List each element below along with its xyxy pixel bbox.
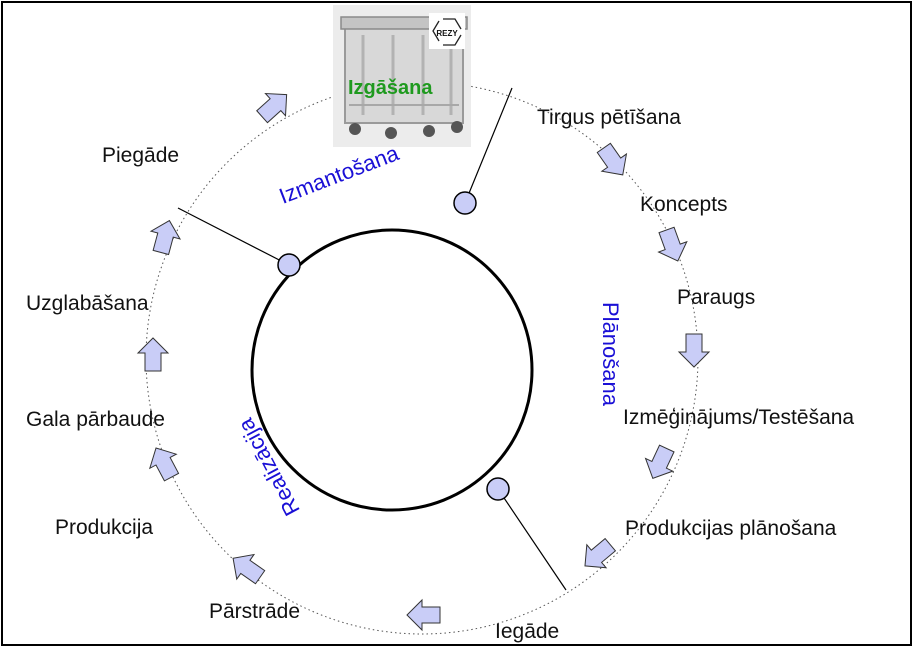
stage-label: Iegāde bbox=[495, 620, 560, 643]
hub-label: Izgāšana bbox=[348, 77, 433, 99]
stage-label: Tirgus pētīšana bbox=[537, 106, 681, 129]
block-arrow-icon bbox=[584, 537, 617, 569]
phase-label-planning: Plānošana bbox=[597, 302, 623, 406]
stage-label: Koncepts bbox=[640, 193, 728, 216]
stage-label: Produkcijas plānošana bbox=[625, 517, 837, 540]
block-arrow-icon bbox=[148, 447, 180, 482]
stage-label: Paraugs bbox=[677, 286, 756, 309]
stage-label: Piegāde bbox=[102, 144, 180, 167]
connector-usage-planning bbox=[464, 87, 513, 204]
connector-planning-realization bbox=[497, 488, 567, 591]
block-arrow-icon bbox=[406, 598, 441, 632]
block-arrow-icon bbox=[657, 226, 688, 262]
block-arrow-icon bbox=[136, 337, 170, 372]
block-arrow-icon bbox=[644, 444, 675, 480]
block-arrow-icon bbox=[232, 553, 266, 585]
stage-label: Pārstrāde bbox=[209, 600, 301, 623]
phase-node-circle bbox=[486, 477, 510, 501]
stage-label: Uzglabāšana bbox=[26, 292, 149, 315]
block-arrow-icon bbox=[596, 142, 628, 176]
stage-label: Produkcija bbox=[55, 516, 154, 539]
block-arrow-icon bbox=[256, 92, 288, 124]
phase-node-circle bbox=[453, 191, 477, 215]
recycle-icon bbox=[432, 18, 462, 46]
waste-bin-icon: REZY bbox=[333, 5, 471, 147]
block-arrow-icon bbox=[149, 219, 182, 256]
waste-container-picture: REZY bbox=[333, 5, 471, 147]
block-arrow-icon bbox=[677, 333, 711, 368]
connector-realization-usage bbox=[177, 207, 290, 266]
stage-label: Gala pārbaude bbox=[26, 408, 165, 431]
inner-cycle-circle bbox=[250, 228, 534, 512]
phase-node-circle bbox=[277, 253, 301, 277]
stage-label: Izmēģinājums/Testēšana bbox=[623, 406, 855, 429]
recycle-badge-text: REZY bbox=[436, 29, 458, 38]
